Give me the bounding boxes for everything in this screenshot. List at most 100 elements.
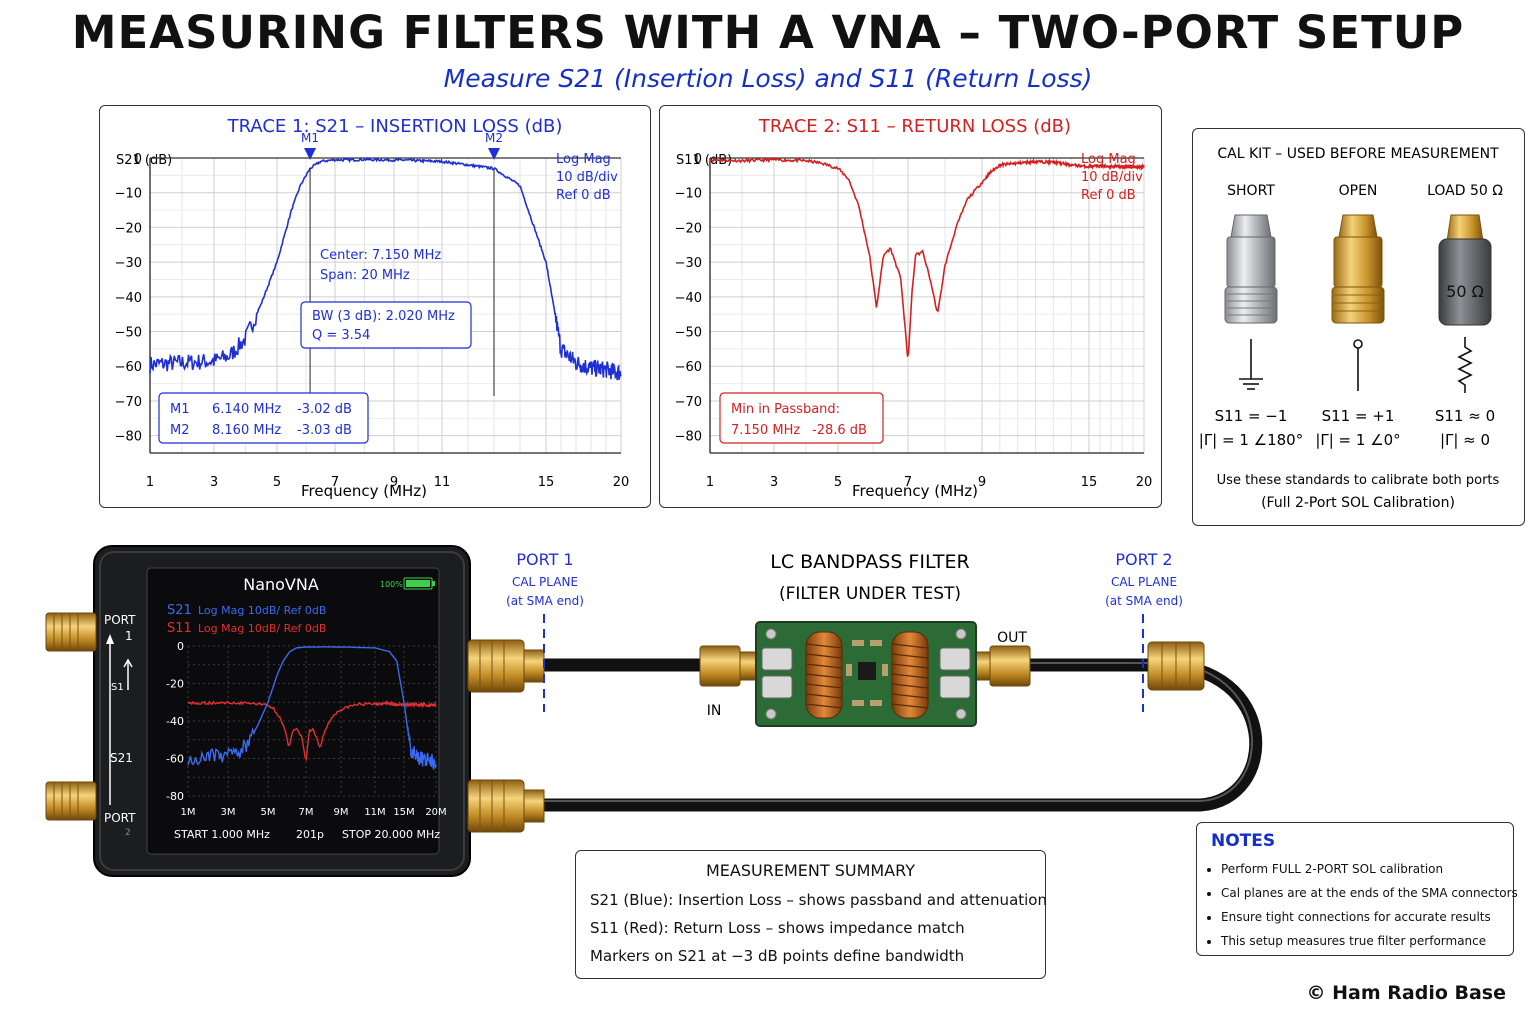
s21-marker-table [158, 392, 369, 444]
x-tick-label: 15 [538, 475, 555, 490]
cable1-device-connector [467, 639, 545, 693]
battery-level: 100% [380, 580, 403, 589]
screen-y-tick: -60 [166, 753, 184, 766]
screen-x-tick: 7M [299, 807, 314, 818]
filter-pcb [755, 621, 977, 727]
screen-x-tick: 9M [334, 807, 349, 818]
s11-min-value: -28.6 dB [812, 423, 867, 438]
screen-s11-trace [188, 700, 437, 762]
s11-setting-format: Log Mag [1081, 152, 1136, 167]
trace-line [149, 157, 622, 381]
s21-bandwidth-label: BW (3 dB): 2.020 MHz [312, 309, 455, 324]
port2-title: PORT 2 [1115, 550, 1172, 569]
screen-x-tick: 5M [261, 807, 276, 818]
y-tick-label: −60 [115, 360, 142, 375]
s21-span-label: Span: 20 MHz [320, 268, 410, 283]
screen-s21-legend: S21 [167, 603, 192, 618]
marker-m2-freq: 8.160 MHz [212, 423, 281, 438]
y-tick-label: 0 [694, 152, 702, 167]
x-tick-label: 11 [434, 475, 451, 490]
calkit-short-label: SHORT [1227, 183, 1275, 199]
s11-chart-panel: TRACE 2: S11 – RETURN LOSS (dB) S11 (dB)… [659, 105, 1162, 508]
s21-chart: TRACE 1: S21 – INSERTION LOSS (dB) S21 (… [115, 116, 630, 500]
load-body-text: 50 Ω [1446, 282, 1484, 301]
calkit-note-2: (Full 2-Port SOL Calibration) [1261, 495, 1455, 511]
port1-cal-plane: CAL PLANE [512, 575, 578, 589]
filter-out-connector [973, 645, 1031, 687]
calkit-open-label: OPEN [1339, 183, 1378, 199]
screen-points: 201p [296, 828, 324, 841]
device-s11-side-label: S1 [111, 682, 124, 693]
device-port2-connector [45, 781, 97, 821]
y-tick-label: −40 [675, 291, 702, 306]
screen-grid [187, 645, 437, 797]
x-tick-label: 5 [273, 475, 281, 490]
inductor-1-icon [805, 631, 843, 719]
device-port2-number: 2 [125, 828, 131, 838]
y-tick-label: −80 [115, 430, 142, 445]
marker-m1-value: -3.02 dB [297, 402, 352, 417]
screen-x-tick: 15M [393, 807, 414, 818]
s21-bandwidth-box [300, 301, 472, 349]
device-s21-side-label: S21 [110, 751, 133, 765]
screen-stop-freq: STOP 20.000 MHz [342, 828, 440, 841]
screen-x-tick: 20M [425, 807, 446, 818]
x-tick-label: 1 [706, 475, 714, 490]
screen-x-tick: 11M [364, 807, 385, 818]
device-port1-label: PORT [104, 613, 136, 627]
page-title: MEASURING FILTERS WITH A VNA – TWO-PORT … [71, 6, 1465, 59]
s21-x-label: Frequency (MHz) [301, 482, 427, 500]
cable-filter-to-port2 [520, 658, 1263, 812]
filter-out-label: OUT [997, 630, 1027, 646]
summary-panel: MEASUREMENT SUMMARY S21 (Blue): Insertio… [575, 850, 1047, 979]
screen-start-freq: START 1.000 MHz [174, 828, 270, 841]
cable2-device-connector [467, 779, 545, 833]
y-tick-label: −30 [675, 256, 702, 271]
nanovna-body [93, 545, 471, 877]
open-s11-value: S11 = +1 [1322, 407, 1395, 425]
copyright: © Ham Radio Base [1306, 982, 1506, 1004]
battery-icon [403, 577, 433, 590]
y-tick-label: −10 [675, 187, 702, 202]
cable-port2-connector [1147, 641, 1205, 691]
calkit-drawing: CAL KIT – USED BEFORE MEASUREMENT SHORT … [1199, 146, 1503, 511]
note-item: Ensure tight connections for accurate re… [1221, 905, 1513, 929]
y-tick-label: −40 [115, 291, 142, 306]
s11-setting-scale: 10 dB/div [1081, 170, 1143, 185]
s21-chart-panel: TRACE 1: S21 – INSERTION LOSS (dB) S21 (… [99, 105, 651, 508]
marker-m2-name: M2 [170, 423, 190, 438]
s11-min-label: Min in Passband: [731, 402, 840, 417]
screen-s21-legend-text: Log Mag 10dB/ Ref 0dB [198, 604, 326, 617]
port2-cal-location: (at SMA end) [1105, 594, 1183, 608]
screen-y-tick: 0 [177, 640, 184, 653]
port2-cal-plane: CAL PLANE [1111, 575, 1177, 589]
notes-panel: NOTES Perform FULL 2-PORT SOL calibratio… [1196, 822, 1518, 956]
open-symbol-icon [1353, 339, 1363, 391]
marker-m1-freq: 6.140 MHz [212, 402, 281, 417]
load-connector-image: 50 Ω [1438, 214, 1492, 326]
x-tick-label: 3 [210, 475, 218, 490]
short-gamma-value: |Γ| = 1 ∠180° [1199, 431, 1303, 449]
x-tick-label: 20 [613, 475, 630, 490]
x-tick-label: 9 [390, 475, 398, 490]
inductor-2-icon [891, 631, 929, 719]
y-tick-label: −70 [115, 395, 142, 410]
trace-line [709, 157, 1145, 357]
screen-s11-legend-text: Log Mag 10dB/ Ref 0dB [198, 622, 326, 635]
y-tick-label: −80 [675, 430, 702, 445]
s11-setting-ref: Ref 0 dB [1081, 188, 1136, 203]
marker-m2-value: -3.03 dB [297, 423, 352, 438]
s21-center-label: Center: 7.150 MHz [320, 248, 441, 263]
x-tick-label: 5 [834, 475, 842, 490]
x-tick-label: 7 [904, 475, 912, 490]
note-item: This setup measures true filter performa… [1221, 929, 1513, 953]
s11-grid [709, 157, 1145, 454]
s21-setting-ref: Ref 0 dB [556, 188, 611, 203]
short-connector-image [1224, 214, 1278, 324]
x-tick-label: 9 [978, 475, 986, 490]
s21-chart-title: TRACE 1: S21 – INSERTION LOSS (dB) [227, 116, 563, 137]
summary-line-s11: S11 (Red): Return Loss – shows impedance… [590, 919, 965, 937]
x-tick-label: 15 [1081, 475, 1098, 490]
